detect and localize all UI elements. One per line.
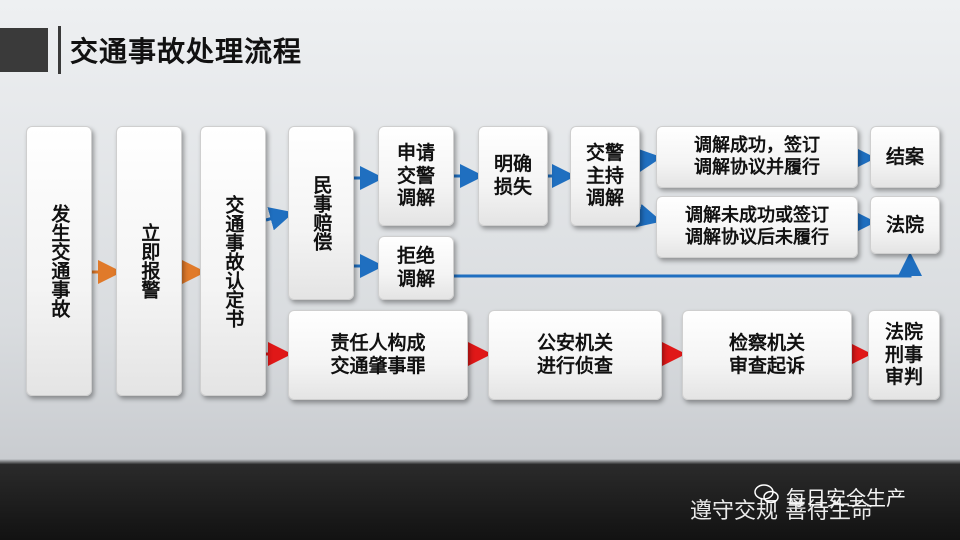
node-label-line: 调解成功，签订 [694, 135, 820, 157]
footer-bar [0, 466, 960, 540]
node-label: 民事赔偿 [310, 175, 333, 251]
node-accident-occurs: 发生交通事故 [26, 126, 92, 396]
node-mediation-success: 调解成功，签订 调解协议并履行 [656, 126, 858, 188]
arrow-n3-n4 [265, 207, 294, 231]
title-divider [58, 26, 61, 74]
node-refuse-mediation: 拒绝 调解 [378, 236, 454, 300]
node-label-line: 调解协议后未履行 [685, 227, 829, 248]
node-label-line: 刑事 [884, 343, 923, 366]
node-label: 结案 [885, 145, 924, 168]
node-label-line: 调解 [585, 187, 624, 210]
node-label-line: 进行侦查 [536, 355, 613, 377]
node-label-line: 主持 [585, 164, 624, 187]
node-label-line: 明确 [493, 153, 532, 176]
arrow-n7-n8 [636, 148, 662, 173]
node-close-case: 结案 [870, 126, 940, 188]
node-police-mediation: 交警 主持 调解 [570, 126, 640, 226]
node-label-line: 交警 [396, 164, 435, 187]
node-label-line: 检察机关 [728, 332, 805, 355]
node-accident-determination: 交通事故认定书 [200, 126, 266, 396]
node-criminal-trial: 法院 刑事 审判 [868, 310, 940, 400]
node-label-line: 申请 [396, 141, 435, 164]
node-label: 立即报警 [138, 223, 161, 299]
node-label-line: 交通肇事罪 [330, 355, 426, 377]
watermark-text: 每日安全生产 [786, 486, 906, 510]
footer-slogan: 遵守交规 善待生命 [690, 499, 873, 524]
node-police-investigation: 公安机关 进行侦查 [488, 310, 662, 400]
node-label: 发生交通事故 [48, 204, 71, 318]
node-label-line: 法院 [884, 320, 923, 343]
node-court: 法院 [870, 196, 940, 254]
node-label-line: 责任人构成 [330, 332, 426, 355]
node-civil-compensation: 民事赔偿 [288, 126, 354, 300]
node-label-line: 调解协议并履行 [694, 157, 820, 178]
arrow-n12-n11 [454, 252, 922, 278]
node-mediation-failed: 调解未成功或签订 调解协议后未履行 [656, 196, 858, 258]
title-accent-block [0, 28, 48, 72]
node-apply-mediation: 申请 交警 调解 [378, 126, 454, 226]
node-call-police: 立即报警 [116, 126, 182, 396]
node-label-line: 调解未成功或签订 [685, 205, 829, 227]
node-label-line: 审查起诉 [728, 355, 805, 377]
node-confirm-loss: 明确 损失 [478, 126, 548, 226]
node-label: 法院 [885, 213, 924, 236]
node-label: 交通事故认定书 [222, 194, 245, 328]
node-label-line: 调解 [396, 268, 435, 290]
page-title: 交通事故处理流程 [70, 35, 303, 68]
node-label-line: 公安机关 [536, 332, 613, 355]
node-label-line: 损失 [493, 176, 532, 198]
arrow-n7-n10 [635, 203, 662, 228]
node-label-line: 交警 [585, 141, 624, 164]
node-prosecution: 检察机关 审查起诉 [682, 310, 852, 400]
wechat-icon [754, 484, 779, 504]
node-label-line: 审判 [884, 366, 923, 389]
node-label-line: 调解 [396, 187, 435, 210]
node-traffic-crime: 责任人构成 交通肇事罪 [288, 310, 468, 400]
node-label-line: 拒绝 [396, 245, 435, 268]
